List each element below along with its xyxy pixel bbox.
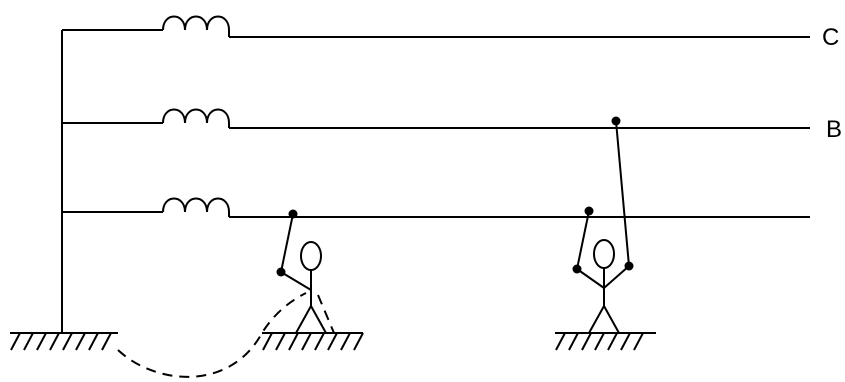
phase-c-inductor-icon [162,15,230,37]
person2-ground-icon [555,332,656,351]
source-ground-icon [10,332,118,351]
person1-ground-icon [262,332,364,351]
phase-b-label: B [826,116,842,143]
person2-figure-icon [572,116,634,334]
phase-a-inductor-icon [162,197,230,217]
phase-b: B [62,108,842,143]
phase-c-label: C [822,24,839,51]
fault-return-path-short [317,294,335,334]
fault-return-path [117,292,307,378]
phase-c: C [62,15,839,51]
phase-b-inductor-icon [162,108,230,128]
phase-a [62,197,810,218]
person1-figure-icon [276,209,327,334]
